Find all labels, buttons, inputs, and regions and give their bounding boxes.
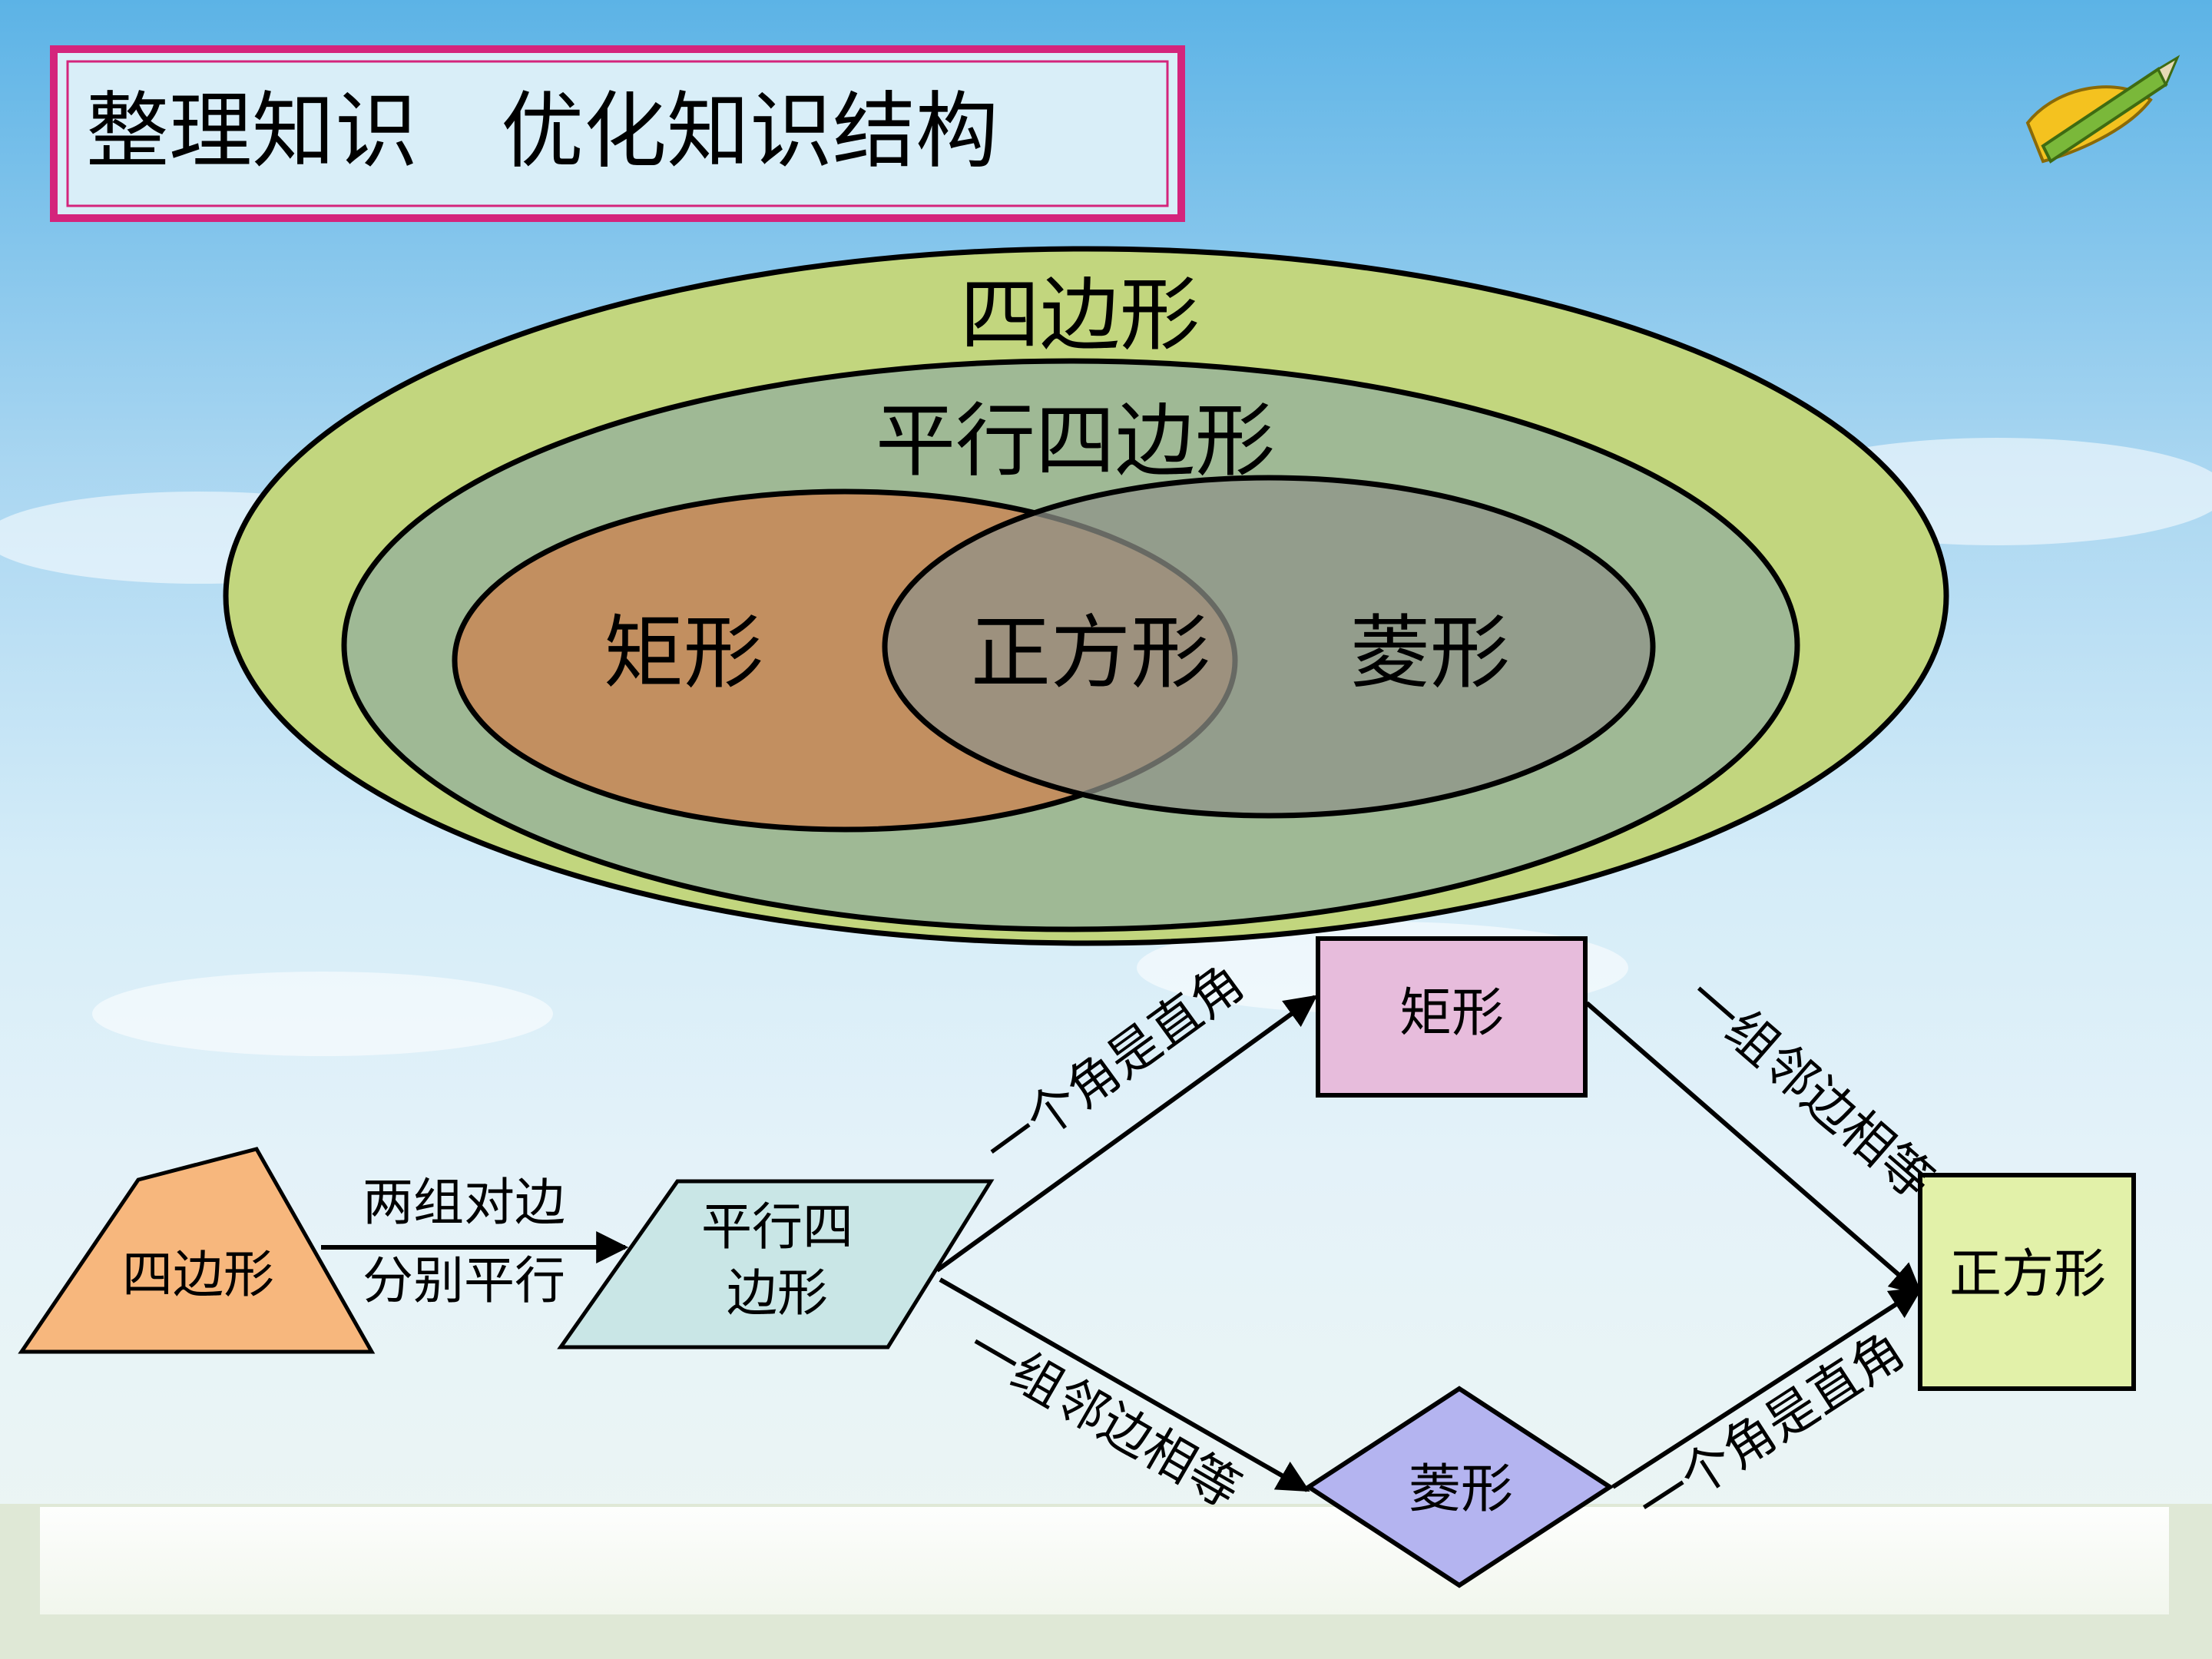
- rhombus-node-label: 菱形: [1409, 1459, 1513, 1520]
- edge-label-quad-to-para-line1: 两组对边: [363, 1173, 565, 1232]
- quadrilateral-node: [18, 1147, 376, 1354]
- edge-label-para-to-rhombus: 一组邻边相等: [958, 1316, 1250, 1520]
- rhombus-ellipse: [882, 475, 1656, 819]
- venn-label-parallelogram: 平行四边形: [876, 394, 1275, 488]
- arrow-para-to-rect: [935, 995, 1318, 1273]
- parallelogram-node-label-line2: 边形: [727, 1263, 828, 1323]
- edge-label-rhombus-to-square: 一个角是直角: [1628, 1320, 1915, 1535]
- bottom-panel: [40, 1507, 2169, 1614]
- rectangle-node: [1316, 936, 1588, 1098]
- rectangle-node-label: 矩形: [1399, 983, 1504, 1044]
- venn-diagram: 四边形 平行四边形 矩形 正方形 菱形: [223, 246, 1949, 946]
- edge-label-para-to-rect: 一个角是直角: [974, 952, 1255, 1179]
- rhombus-node: [1304, 1386, 1614, 1588]
- venn-label-square: 正方形: [971, 606, 1210, 700]
- arrow-para-to-rhombus: [939, 1277, 1310, 1492]
- venn-label-rectangle: 矩形: [604, 606, 763, 700]
- parallelogram-node-label-line1: 平行四: [701, 1197, 853, 1257]
- edge-label-rect-to-square: 一组邻边相等: [1676, 966, 1944, 1210]
- edge-label-quad-to-para-line2: 分别平行: [363, 1251, 565, 1310]
- pencil-logo-icon: [2025, 55, 2181, 164]
- parallelogram-node: [557, 1179, 995, 1349]
- arrow-rect-to-square: [1585, 1001, 1923, 1296]
- page-title: 整理知识 优化知识结构: [86, 84, 998, 180]
- venn-label-rhombus: 菱形: [1350, 606, 1510, 700]
- venn-label-quadrilateral: 四边形: [960, 268, 1200, 362]
- arrow-rhombus-to-square: [1611, 1286, 1923, 1489]
- quadrilateral-node-label: 四边形: [122, 1245, 274, 1304]
- title-box: 整理知识 优化知识结构: [50, 45, 1185, 222]
- square-node-label: 正方形: [1949, 1244, 2106, 1305]
- square-node: [1918, 1173, 2136, 1391]
